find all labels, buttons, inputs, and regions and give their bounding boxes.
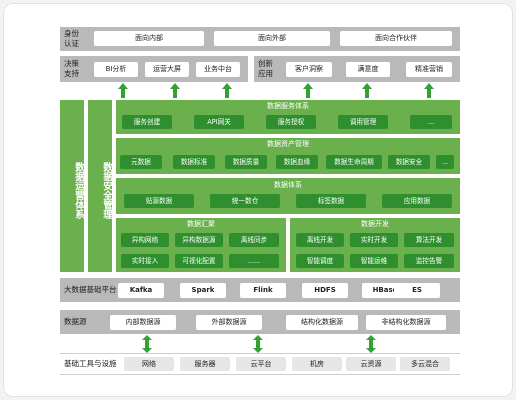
asset-item-security: 数据安全 (388, 155, 430, 169)
datasource-item-structured: 结构化数据源 (286, 315, 358, 330)
arrow-updown-left (142, 335, 152, 353)
collect-item-offline: 离线同步 (229, 233, 279, 247)
identity-item-external: 面向外部 (214, 31, 330, 46)
collect-item-network: 异构网络 (121, 233, 169, 247)
develop-item-schedule: 智能调度 (296, 254, 344, 268)
decision-item-screen: 运营大屏 (145, 62, 189, 77)
infra-item-multicloud: 多云混合 (400, 357, 450, 371)
collect-title: 数据汇聚 (187, 220, 215, 228)
identity-item-internal: 面向内部 (94, 31, 204, 46)
datasource-label: 数据源 (64, 317, 87, 326)
data-ops-bar: 数据运营体系 (60, 100, 84, 272)
arrow-updown-middle (253, 335, 263, 353)
system-item-warehouse: 统一数仓 (210, 194, 280, 208)
asset-item-more: ... (436, 155, 454, 169)
develop-item-monitor: 监控告警 (404, 254, 454, 268)
system-title: 数据体系 (274, 181, 302, 189)
bigdata-item-hdfs: HDFS (302, 283, 348, 298)
collect-item-more: ...... (229, 254, 279, 268)
innovation-item-marketing: 精准营销 (406, 62, 452, 77)
datasource-item-external: 外部数据源 (196, 315, 262, 330)
arrow-updown-right (366, 335, 376, 353)
service-item-more: ... (410, 115, 452, 129)
arrow-up-middle (222, 83, 232, 98)
asset-title: 数据资产管理 (267, 140, 309, 148)
infra-item-network: 网络 (124, 357, 174, 371)
innovation-label: 创新应用 (258, 59, 273, 78)
service-title: 数据服务体系 (267, 102, 309, 110)
collect-item-datasource: 异构数据源 (175, 233, 223, 247)
infra-label: 基础工具与设施 (64, 359, 117, 368)
infra-item-cloud: 云平台 (236, 357, 286, 371)
arrow-up-satisfaction (362, 83, 372, 98)
bigdata-item-es: ES (394, 283, 440, 298)
bigdata-item-flink: Flink (240, 283, 286, 298)
asset-item-standard: 数据标准 (173, 155, 215, 169)
asset-item-metadata: 元数据 (120, 155, 162, 169)
develop-item-algorithm: 算法开发 (404, 233, 454, 247)
datasource-item-internal: 内部数据源 (110, 315, 176, 330)
arrow-up-screen (170, 83, 180, 98)
identity-item-partner: 面向合作伙伴 (340, 31, 452, 46)
service-item-gateway: API网关 (194, 115, 244, 129)
system-item-tag: 标签数据 (296, 194, 366, 208)
data-security-bar: 数据安全管理 (88, 100, 112, 272)
arrow-up-bi (118, 83, 128, 98)
decision-item-middle: 业务中台 (196, 62, 240, 77)
service-item-create: 服务创建 (122, 115, 172, 129)
decision-item-bi: BI分析 (94, 62, 138, 77)
infra-item-room: 机房 (292, 357, 342, 371)
asset-item-lineage: 数据血缘 (276, 155, 318, 169)
system-item-source: 贴源数据 (124, 194, 194, 208)
bigdata-item-spark: Spark (180, 283, 226, 298)
asset-item-lifecycle: 数据生命周期 (326, 155, 382, 169)
system-item-app: 应用数据 (382, 194, 452, 208)
datasource-item-unstructured: 非结构化数据源 (366, 315, 446, 330)
asset-item-quality: 数据质量 (225, 155, 267, 169)
develop-title: 数据开发 (361, 220, 389, 228)
service-item-call: 调用管理 (338, 115, 388, 129)
collect-item-realtime: 实时接入 (121, 254, 169, 268)
data-security-label: 数据安全管理 (101, 161, 112, 219)
develop-item-ops: 智能运维 (350, 254, 398, 268)
data-ops-label: 数据运营体系 (73, 161, 84, 219)
collect-item-visual: 可视化配置 (175, 254, 223, 268)
arrow-up-insight (303, 83, 313, 98)
identity-label: 身份认证 (64, 29, 79, 48)
arrow-up-marketing (424, 83, 434, 98)
innovation-item-insight: 客户洞察 (286, 62, 332, 77)
service-item-auth: 服务授权 (266, 115, 316, 129)
innovation-item-satisfaction: 满意度 (346, 62, 390, 77)
bigdata-label: 大数据基础平台 (64, 285, 117, 294)
decision-label: 决策支持 (64, 59, 79, 78)
develop-item-offline: 离线开发 (296, 233, 344, 247)
develop-item-realtime: 实时开发 (350, 233, 398, 247)
infra-item-server: 服务器 (180, 357, 230, 371)
bigdata-item-kafka: Kafka (118, 283, 164, 298)
infra-item-cloud-resource: 云资源 (346, 357, 396, 371)
